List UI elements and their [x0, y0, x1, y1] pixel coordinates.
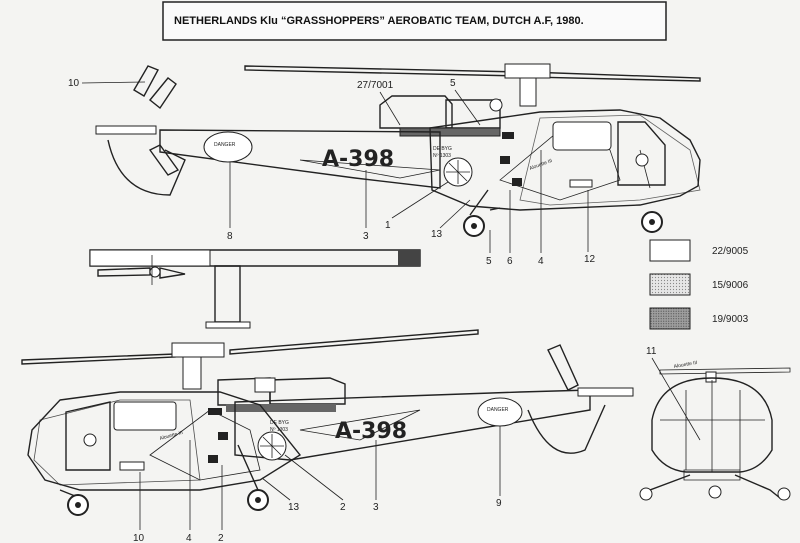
plan-view [89, 249, 421, 329]
main-rotor-top [244, 63, 701, 107]
registration-bottom: A-398 [335, 419, 407, 444]
callout-top-10: 10 [68, 78, 80, 89]
callout-top-6: 6 [507, 256, 513, 267]
callout-front-11: 11 [646, 346, 657, 357]
side-view-starboard: DANGER A-398 DE BYG Nº 1303 Alouette III… [68, 63, 701, 267]
callout-top-4: 4 [538, 256, 544, 267]
color-legend: 22/9005 15/9006 19/9003 [649, 239, 749, 330]
legend-swatch-2 [649, 273, 691, 296]
callout-bottom-2b: 2 [340, 502, 346, 513]
callout-bottom-9: 9 [496, 498, 502, 509]
signature-front: Alouette III [673, 360, 698, 370]
danger-label-top: DANGER [214, 142, 236, 148]
title-box: NETHERLANDS Klu “GRASSHOPPERS” AEROBATIC… [162, 1, 667, 41]
signature-bottom: Alouette III [159, 430, 184, 442]
callout-bottom-13: 13 [288, 502, 300, 513]
marking-top-1: DE BYG [433, 146, 452, 152]
front-view: 11 Alouette III [639, 346, 791, 501]
callout-top-5b: 5 [486, 256, 492, 267]
tail-boom-bottom [234, 389, 591, 461]
legend-code-2: 15/9006 [712, 280, 749, 291]
callout-bottom-3: 3 [373, 502, 379, 513]
legend-swatch-3 [649, 307, 691, 330]
callout-top-12: 12 [584, 254, 596, 265]
tail-rotor-top [95, 65, 186, 196]
tail-rotor-bottom [527, 344, 634, 454]
callout-bottom-10: 10 [133, 533, 145, 543]
callout-top-1: 1 [385, 220, 391, 231]
callout-top-3: 3 [363, 231, 369, 242]
callout-top-13: 13 [431, 229, 443, 240]
engine-top [379, 95, 503, 137]
marking-bottom-2: Nº 1303 [270, 427, 288, 433]
marking-top-2: Nº 1303 [433, 153, 451, 159]
side-view-port: A-398 DANGER DE BYG Nº 1303 Alouette III… [21, 329, 634, 543]
callout-bottom-4: 4 [186, 533, 192, 543]
callout-bottom-2a: 2 [218, 533, 224, 543]
tail-boom-top [159, 129, 441, 189]
fuselage-top [429, 109, 701, 211]
legend-swatch-1 [649, 239, 691, 262]
marking-bottom-1: DE BYG [270, 420, 289, 426]
callout-top-27-7001: 27/7001 [357, 80, 394, 91]
danger-label-bottom: DANGER [487, 407, 509, 413]
fuselage-bottom [27, 391, 302, 491]
legend-code-1: 22/9005 [712, 246, 749, 257]
callout-top-5a: 5 [450, 78, 456, 89]
callout-top-8: 8 [227, 231, 233, 242]
registration-top: A-398 [322, 147, 394, 172]
legend-code-3: 19/9003 [712, 314, 749, 325]
title-text: NETHERLANDS Klu “GRASSHOPPERS” AEROBATIC… [174, 15, 584, 27]
